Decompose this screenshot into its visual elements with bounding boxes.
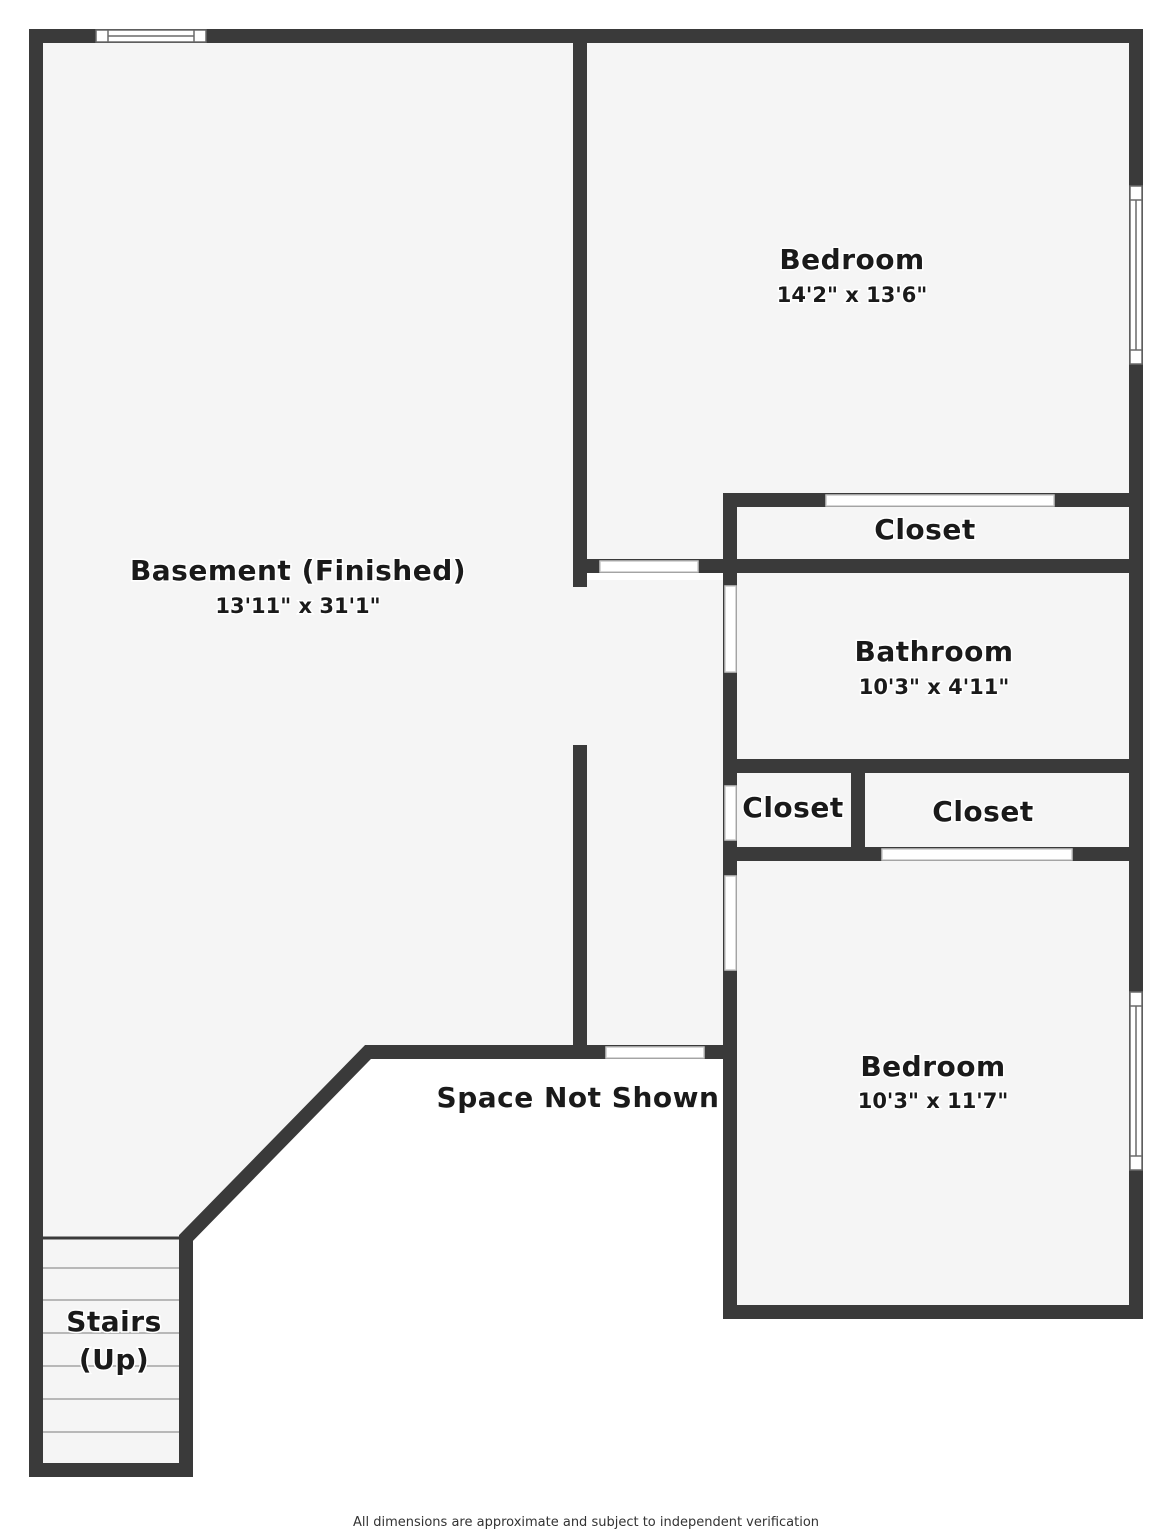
stairs-name-line2: (Up) [79,1343,149,1376]
basement-dims: 13'11" x 31'1" [215,594,380,618]
floors [36,36,1136,1470]
stairs-name-line1: Stairs [66,1305,162,1338]
door-opening [724,585,737,673]
bedroom-top-floor [580,36,1136,566]
door-opening [724,875,737,971]
closet-top-name: Closet [874,513,975,546]
bedroom-top-name: Bedroom [779,243,924,276]
closet-small-name: Closet [742,791,843,824]
stair-treads [43,1267,179,1433]
footer-note: All dimensions are approximate and subje… [353,1515,819,1530]
basement-name: Basement (Finished) [130,554,466,587]
door-opening [881,848,1073,861]
bathroom-dims: 10'3" x 4'11" [859,675,1010,699]
closet-mid-name: Closet [932,795,1033,828]
space-not-shown-label: Space Not Shown [437,1081,720,1114]
room-labels: Basement (Finished) 13'11" x 31'1" Bedro… [65,242,1035,1531]
door-opening [599,560,699,573]
outer-wall [29,29,1143,1477]
basement-hall-opening [574,587,586,745]
bedroom-bottom-floor [730,854,1136,1312]
bedroom-bottom-name: Bedroom [860,1050,1005,1083]
door-opening [825,494,1055,507]
closet-top-floor [730,500,1136,566]
door-openings [599,494,1073,1059]
bathroom-name: Bathroom [854,635,1013,668]
bedroom-bottom-dims: 10'3" x 11'7" [858,1089,1009,1113]
door-opening [605,1046,705,1059]
closet-small-floor [730,766,858,854]
windows [95,29,1143,1171]
door-opening [724,785,737,841]
closet-mid-floor [858,766,1136,854]
bathroom-floor [730,566,1136,766]
basement-floor [36,36,730,1238]
bedroom-top-dims: 14'2" x 13'6" [777,283,928,307]
